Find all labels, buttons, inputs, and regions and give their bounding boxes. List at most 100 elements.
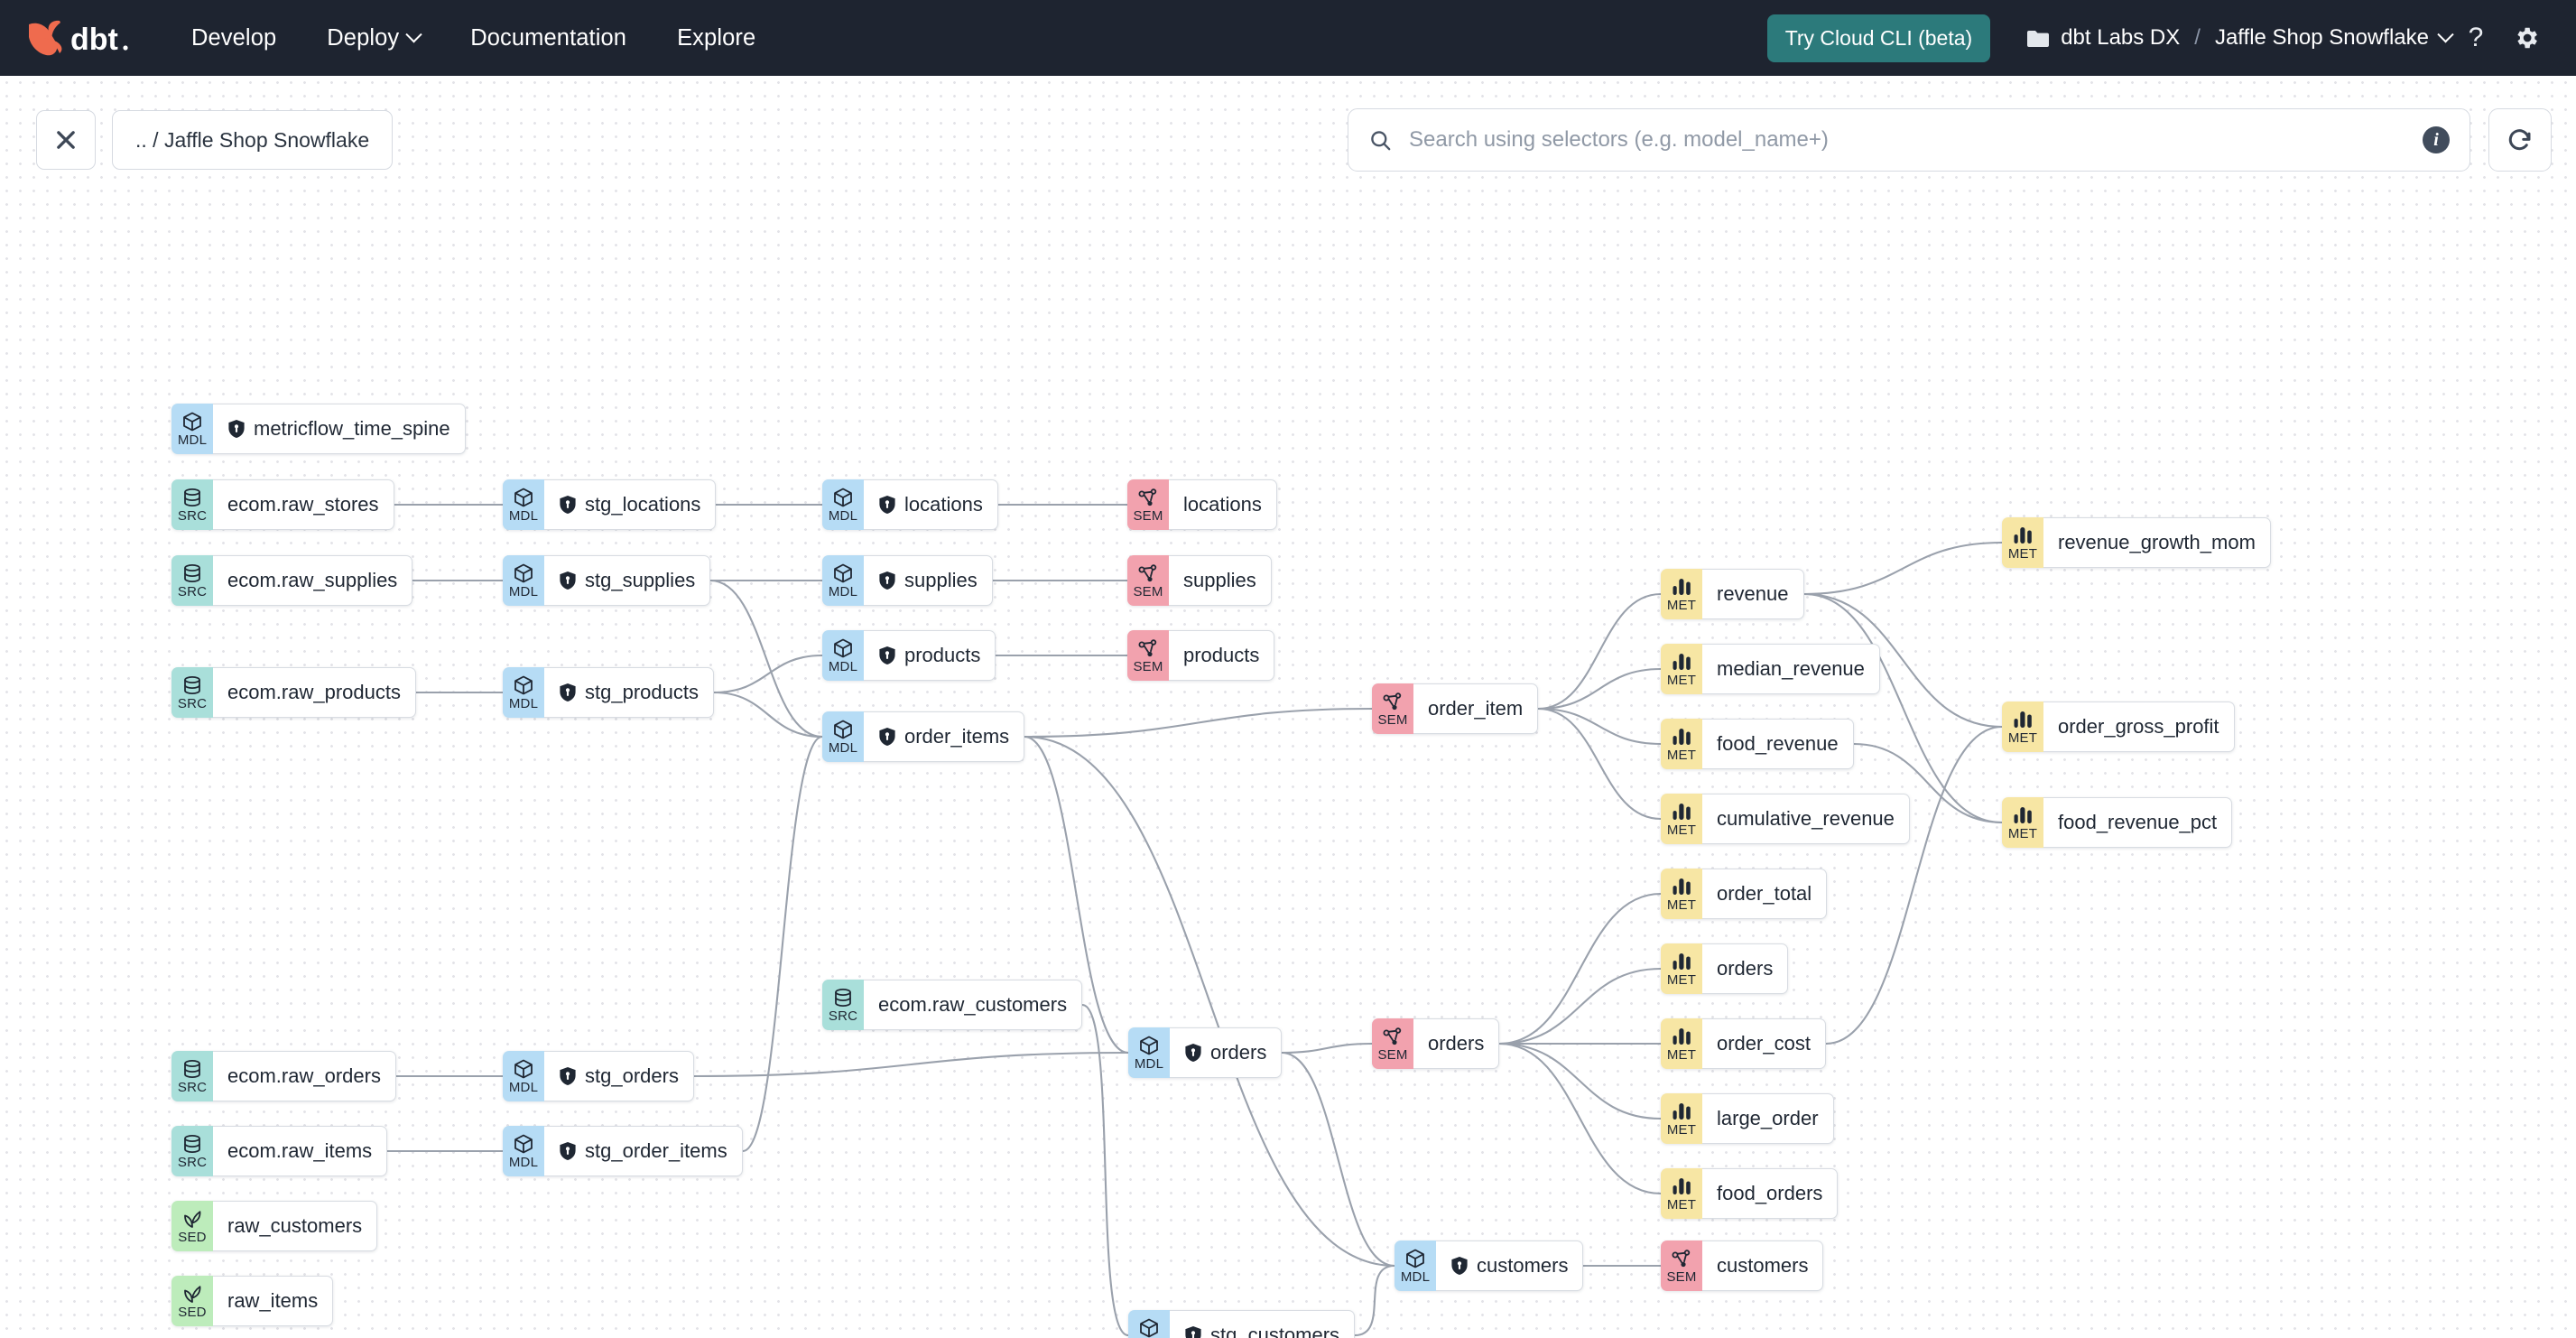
- mdl-type-icon: MDL: [1128, 1027, 1170, 1078]
- shield-icon: [560, 496, 576, 514]
- refresh-icon: [2508, 129, 2531, 151]
- nav-link-documentation[interactable]: Documentation: [445, 16, 652, 60]
- breadcrumb-account[interactable]: dbt Labs DX: [2061, 25, 2181, 50]
- lineage-node-body: supplies: [1169, 555, 1272, 606]
- sem-type-icon: SEM: [1661, 1240, 1702, 1291]
- lineage-edge: [1354, 1264, 1395, 1337]
- try-cloud-cli-button[interactable]: Try Cloud CLI (beta): [1766, 14, 1991, 62]
- lineage-node-met_food_revenue[interactable]: MET food_revenue: [1661, 719, 1854, 769]
- nav-link-explore[interactable]: Explore: [652, 16, 781, 60]
- search-info-icon[interactable]: i: [2423, 126, 2450, 153]
- met-glyph-icon: [2012, 525, 2034, 546]
- node-type-label: MDL: [828, 507, 858, 524]
- lineage-edge: [1498, 892, 1662, 1045]
- lineage-node-label: products: [904, 644, 981, 666]
- lineage-edge: [713, 691, 823, 739]
- nav-right-cluster: Try Cloud CLI (beta) dbt Labs DX / Jaffl…: [1766, 14, 2553, 62]
- dbt-logo[interactable]: dbt: [23, 17, 130, 59]
- close-lineage-button[interactable]: [36, 110, 96, 170]
- lineage-node-body: supplies: [864, 555, 993, 606]
- breadcrumb-project[interactable]: Jaffle Shop Snowflake: [2214, 25, 2429, 50]
- node-type-label: MDL: [508, 1154, 539, 1170]
- sem-type-icon: SEM: [1127, 630, 1169, 681]
- lineage-node-label: revenue_growth_mom: [2058, 531, 2256, 553]
- mdl-glyph-icon: [513, 1134, 534, 1155]
- node-type-label: MET: [1666, 747, 1697, 763]
- lineage-edge: [1281, 1042, 1373, 1055]
- lineage-edge: [1537, 592, 1662, 711]
- shield-icon: [560, 1142, 576, 1160]
- node-type-label: MET: [1666, 897, 1697, 913]
- search-icon: [1371, 130, 1391, 150]
- lineage-node-label: supplies: [904, 569, 978, 591]
- lineage-node-label: customers: [1477, 1254, 1569, 1277]
- shield-icon: [879, 728, 895, 746]
- lineage-node-body: ecom.raw_products: [213, 667, 416, 718]
- sed-type-icon: SED: [171, 1276, 213, 1326]
- lineage-node-label: ecom.raw_stores: [227, 493, 379, 516]
- lineage-node-met_cumulative_revenue[interactable]: MET cumulative_revenue: [1661, 794, 1910, 844]
- settings-gear-icon[interactable]: [2500, 24, 2553, 51]
- met-glyph-icon: [1671, 1027, 1692, 1047]
- node-type-label: MET: [1666, 822, 1697, 838]
- src-glyph-icon: [181, 1134, 203, 1155]
- top-navigation-bar: dbt Develop Deploy Documentation Explore…: [0, 0, 2576, 76]
- lineage-node-body: revenue: [1702, 569, 1804, 619]
- node-type-label: SEM: [1377, 711, 1408, 728]
- lineage-node-label: order_gross_profit: [2058, 715, 2219, 738]
- help-icon[interactable]: ?: [2451, 24, 2500, 51]
- search-input[interactable]: [1407, 126, 2423, 153]
- sem-glyph-icon: [1137, 638, 1159, 659]
- lineage-breadcrumb-button[interactable]: .. / Jaffle Shop Snowflake: [112, 110, 394, 170]
- mdl-type-icon: MDL: [503, 667, 544, 718]
- lineage-node-body: food_revenue: [1702, 719, 1854, 769]
- lineage-node-body: cumulative_revenue: [1702, 794, 1910, 844]
- refresh-lineage-button[interactable]: [2488, 108, 2552, 172]
- nav-link-develop[interactable]: Develop: [166, 16, 301, 60]
- nav-link-deploy[interactable]: Deploy: [301, 16, 445, 60]
- nav-link-explore-label: Explore: [677, 24, 756, 51]
- mdl-type-icon: MDL: [503, 1126, 544, 1176]
- met-glyph-icon: [1671, 1101, 1692, 1122]
- node-type-label: SRC: [177, 1079, 208, 1095]
- lineage-node-body: ecom.raw_supplies: [213, 555, 413, 606]
